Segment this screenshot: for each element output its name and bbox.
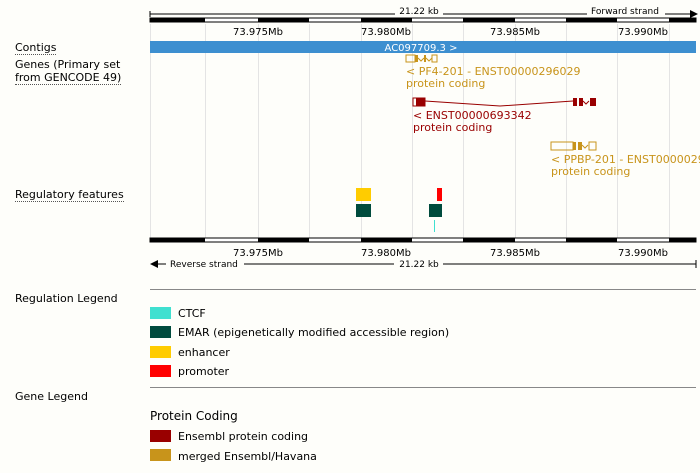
forward-strand-label: Forward strand (591, 7, 659, 17)
genes-label-line1: Genes (Primary set (15, 58, 121, 71)
bottom-ruler: 73.975Mb 73.980Mb 73.985Mb 73.990Mb Reve… (149, 237, 697, 270)
legend-enhancer-label: enhancer (178, 346, 230, 359)
gene-enst00000693342[interactable]: < ENST00000693342 protein coding (412, 97, 596, 134)
grid-lines (150, 24, 670, 238)
contig-bar[interactable] (150, 41, 696, 53)
top-ruler: 21.22 kb Forward strand 73.975Mb 73.980M… (149, 7, 698, 38)
ruler-block (669, 238, 696, 242)
legend-ensembl-label: Ensembl protein coding (178, 430, 309, 443)
genes-label-line2: from GENCODE 49) (15, 71, 122, 85)
gene-legend-title: Gene Legend (15, 390, 88, 403)
ruler-block (463, 238, 515, 242)
ruler-block (150, 18, 205, 22)
contig-name: AC097709.3 > (385, 43, 458, 54)
ruler-block (258, 18, 309, 22)
legend-ctcf-label: CTCF (178, 307, 206, 320)
bottom-span-label: 21.22 kb (399, 260, 439, 270)
ruler-block (566, 238, 617, 242)
bottom-tick-3: 73.985Mb (490, 248, 540, 259)
ruler-block (463, 18, 515, 22)
gene-enst693342-name[interactable]: < ENST00000693342 (413, 109, 532, 122)
ruler-block (258, 238, 309, 242)
gene-enst693342-biotype: protein coding (413, 121, 492, 134)
gene-ppbp-201[interactable]: < PPBP-201 - ENST00000296 protein coding (550, 141, 700, 178)
ctcf-feature[interactable] (434, 220, 435, 232)
emar-feature-2[interactable] (429, 204, 442, 217)
emar-feature-1[interactable] (356, 204, 371, 217)
ruler-block (150, 238, 205, 242)
top-tick-1: 73.975Mb (233, 27, 283, 38)
top-tick-4: 73.990Mb (618, 27, 668, 38)
ruler-block (361, 238, 412, 242)
gene-pf4-201[interactable]: < PF4-201 - ENST00000296029 protein codi… (405, 54, 580, 90)
ruler-block (669, 18, 696, 22)
top-span-label: 21.22 kb (399, 7, 439, 17)
legend-ensembl-swatch (150, 430, 171, 442)
legend-merged-label: merged Ensembl/Havana (178, 450, 317, 463)
bottom-tick-2: 73.980Mb (361, 248, 411, 259)
legend-enhancer-swatch (150, 346, 171, 358)
reverse-strand-label: Reverse strand (170, 260, 238, 270)
bottom-tick-1: 73.975Mb (233, 248, 283, 259)
ruler-block (566, 18, 617, 22)
genes-track-label[interactable]: Genes (Primary set from GENCODE 49) (15, 58, 122, 85)
gene-pf4-name[interactable]: < PF4-201 - ENST00000296029 (406, 65, 580, 78)
top-tick-3: 73.985Mb (490, 27, 540, 38)
bottom-tick-4: 73.990Mb (618, 248, 668, 259)
legend-merged-swatch (150, 449, 171, 461)
enhancer-feature[interactable] (356, 188, 371, 201)
protein-coding-subtitle: Protein Coding (150, 409, 238, 423)
regulation-legend-title: Regulation Legend (15, 292, 118, 305)
legend-emar-label: EMAR (epigenetically modified accessible… (178, 326, 450, 339)
top-tick-2: 73.980Mb (361, 27, 411, 38)
gene-ppbp-name[interactable]: < PPBP-201 - ENST00000296 (551, 153, 700, 166)
contigs-track-label[interactable]: Contigs (15, 41, 57, 55)
legend-promoter-swatch (150, 365, 171, 377)
legend-emar-swatch (150, 326, 171, 338)
gene-legend-divider (150, 387, 696, 388)
promoter-feature[interactable] (437, 188, 442, 201)
regulation-legend-divider (150, 289, 696, 290)
gene-ppbp-biotype: protein coding (551, 165, 630, 178)
regulatory-features[interactable] (356, 188, 442, 232)
ruler-block (361, 18, 412, 22)
regulatory-track-label[interactable]: Regulatory features (15, 188, 124, 202)
gene-pf4-biotype: protein coding (406, 77, 485, 90)
legend-promoter-label: promoter (178, 365, 230, 378)
legend-ctcf-swatch (150, 307, 171, 319)
